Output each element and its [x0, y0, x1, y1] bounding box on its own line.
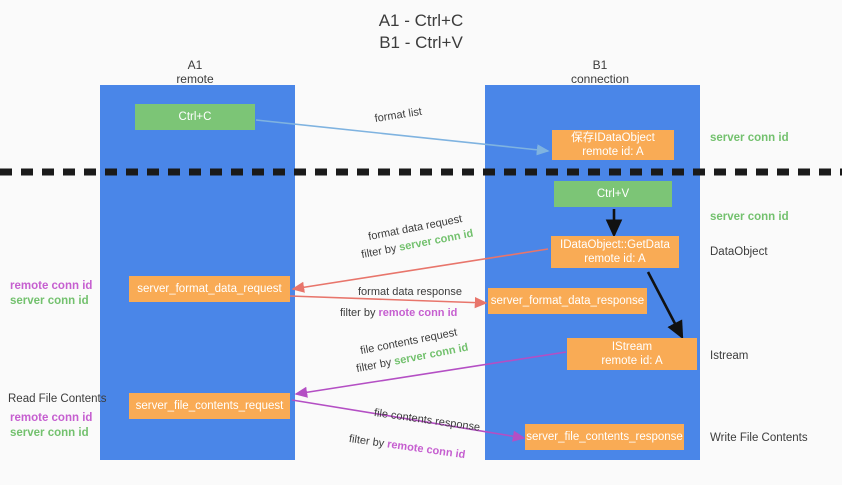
- edge-label-file-contents-response-filter: filter by remote conn id: [348, 432, 466, 463]
- filter-value-remote-conn-id-2: remote conn id: [386, 438, 467, 462]
- label-server-conn-id-mid: server conn id: [710, 211, 789, 223]
- edge-label-format-data-response-filter: filter by remote conn id: [340, 306, 457, 321]
- edge-label-format-list: format list: [373, 105, 423, 126]
- box-server-file-contents-request[interactable]: server_file_contents_request: [129, 393, 290, 419]
- column-header-a1: A1 remote: [176, 58, 214, 86]
- box-server-format-data-response[interactable]: server_format_data_response: [488, 288, 647, 314]
- box-server-format-data-request[interactable]: server_format_data_request: [129, 276, 290, 302]
- label-dataobject: DataObject: [710, 246, 768, 258]
- edge-label-file-contents-response: file contents response: [373, 406, 481, 434]
- box-istream[interactable]: IStream remote id: A: [567, 338, 697, 370]
- box-ctrl-v[interactable]: Ctrl+V: [554, 181, 672, 207]
- filter-value-remote-conn-id-1: remote conn id: [378, 307, 458, 319]
- label-read-file-contents: Read File Contents: [8, 393, 107, 405]
- label-server-conn-id-1: server conn id: [10, 295, 89, 307]
- box-idataobject-getdata[interactable]: IDataObject::GetData remote id: A: [551, 236, 679, 268]
- label-server-conn-id-top: server conn id: [710, 132, 789, 144]
- label-remote-conn-id-2: remote conn id: [10, 412, 93, 424]
- column-header-b1: B1 connection: [570, 58, 630, 86]
- page-title: A1 - Ctrl+C B1 - Ctrl+V: [378, 11, 464, 52]
- label-write-file-contents: Write File Contents: [710, 432, 808, 444]
- edge-label-format-data-response: format data response: [358, 286, 462, 298]
- filter-prefix-1: filter by: [360, 241, 401, 262]
- label-remote-conn-id-1: remote conn id: [10, 280, 93, 292]
- box-server-file-contents-response[interactable]: server_file_contents_response: [525, 424, 684, 450]
- filter-prefix-2: filter by: [340, 307, 379, 319]
- label-server-conn-id-2: server conn id: [10, 427, 89, 439]
- label-istream: Istream: [710, 350, 749, 362]
- box-ctrl-c[interactable]: Ctrl+C: [135, 104, 255, 130]
- filter-prefix-4: filter by: [348, 432, 389, 451]
- box-idataobject[interactable]: 保存IDataObject remote id: A: [552, 130, 674, 160]
